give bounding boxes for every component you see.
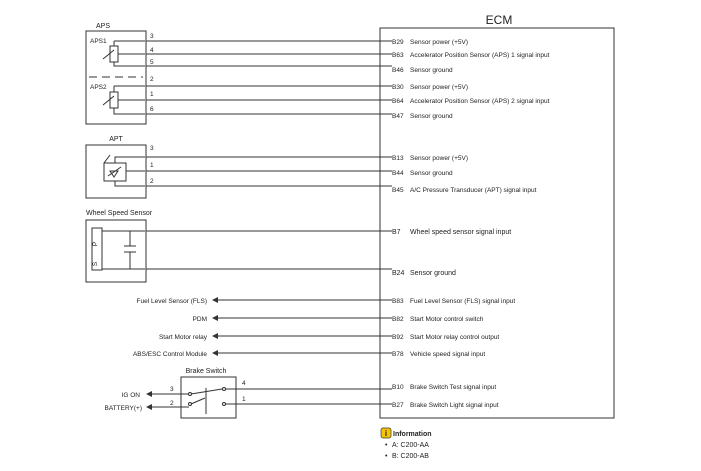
- aps-title: APS: [96, 23, 110, 30]
- aps-signal-2-label: Accelerator Position Sensor (APS) 1 sign…: [410, 52, 550, 59]
- apt-transducer-icon: [103, 154, 145, 187]
- info-bullet-2: •: [385, 453, 388, 460]
- aps-signal-1-pin: B29: [392, 39, 404, 46]
- aps2-potentiometer-icon: [102, 85, 145, 115]
- brake-signal-2-pin: B27: [392, 402, 404, 409]
- wss-box: [85, 219, 147, 283]
- aps-signal-1-label: Sensor power (+5V): [410, 39, 468, 46]
- aps-signal-5-label: Accelerator Position Sensor (APS) 2 sign…: [410, 98, 550, 105]
- apt-title: APT: [109, 136, 123, 143]
- aps-signal-4-label: Sensor power (+5V): [410, 84, 468, 91]
- brake-signal-1-label: Brake Switch Test signal input: [410, 384, 496, 391]
- output-4-device: ABS/ESC Control Module: [133, 351, 207, 358]
- aps-pin-2: 4: [150, 47, 154, 54]
- apt-signal-2-label: Sensor ground: [410, 170, 453, 177]
- apt-pin-3: 2: [150, 178, 154, 185]
- aps1-potentiometer-icon: [102, 40, 145, 67]
- aps-signal-3-pin: B46: [392, 67, 404, 74]
- apt-signal-2-pin: B44: [392, 170, 404, 177]
- wss-term-s: S: [92, 261, 99, 266]
- info-item-1: A: C200-AA: [392, 442, 429, 449]
- aps-signal-6-label: Sensor ground: [410, 113, 453, 120]
- wss-title: Wheel Speed Sensor: [86, 210, 153, 217]
- svg-text:i: i: [385, 429, 387, 438]
- aps-pin-1: 3: [150, 33, 154, 40]
- aps-pin-5: 1: [150, 91, 154, 98]
- wss-sensor-icon: P S: [91, 227, 145, 271]
- aps-signal-3-label: Sensor ground: [410, 67, 453, 74]
- brake-left-pin-2: 2: [170, 400, 174, 407]
- aps-signal-5-pin: B64: [392, 98, 404, 105]
- wss-signal-2-label: Sensor ground: [410, 270, 456, 277]
- output-4-pin: B78: [392, 351, 404, 358]
- apt-signal-1-pin: B13: [392, 155, 404, 162]
- apt-pin-1: 3: [150, 145, 154, 152]
- output-1-label: Fuel Level Sensor (FLS) signal input: [410, 298, 515, 305]
- wss-signal-1-label: Wheel speed sensor signal input: [410, 229, 511, 236]
- aps-pin-4: 2: [150, 76, 154, 83]
- brake-supply-2: BATTERY(+): [104, 405, 142, 412]
- output-2-device: PDM: [193, 316, 207, 323]
- aps-pin-3: 5: [150, 59, 154, 66]
- wss-wires: [146, 230, 392, 270]
- ecm-box: [379, 27, 615, 419]
- info-icon: i: [380, 427, 392, 439]
- brake-left-pin-1: 3: [170, 386, 174, 393]
- wss-signal-2-pin: B24: [392, 270, 405, 277]
- info-item-2: B: C200-AB: [392, 453, 429, 460]
- info-bullet-1: •: [385, 442, 388, 449]
- brake-box: [180, 376, 237, 419]
- apt-signal-3-pin: B45: [392, 187, 404, 194]
- output-wires: [212, 297, 392, 356]
- brake-supply-1: IG ON: [122, 392, 141, 399]
- aps-signal-4-pin: B30: [392, 84, 404, 91]
- aps2-label: APS2: [90, 84, 107, 91]
- aps-signal-6-pin: B47: [392, 113, 404, 120]
- aps1-label: APS1: [90, 38, 107, 45]
- output-2-pin: B82: [392, 316, 404, 323]
- output-3-pin: B92: [392, 334, 404, 341]
- brake-title: Brake Switch: [186, 368, 227, 375]
- brake-signal-2-label: Brake Switch Light signal input: [410, 402, 499, 409]
- apt-wires: [146, 156, 392, 187]
- wss-term-p: P: [92, 242, 99, 246]
- brake-right-pin-2: 1: [242, 396, 246, 403]
- ecm-title: ECM: [486, 13, 513, 27]
- output-3-label: Start Motor relay control output: [410, 334, 499, 341]
- brake-signal-1-pin: B10: [392, 384, 404, 391]
- apt-signal-3-label: A/C Pressure Transducer (APT) signal inp…: [410, 187, 537, 194]
- aps-signal-2-pin: B63: [392, 52, 404, 59]
- apt-signal-1-label: Sensor power (+5V): [410, 155, 468, 162]
- apt-pin-2: 1: [150, 162, 154, 169]
- aps-pin-6: 6: [150, 106, 154, 113]
- info-title: Information: [393, 431, 432, 438]
- aps-wires: [146, 40, 392, 115]
- output-2-label: Start Motor control switch: [410, 316, 484, 323]
- brake-right-pin-1: 4: [242, 380, 246, 387]
- wss-signal-1-pin: B7: [392, 229, 401, 236]
- output-1-device: Fuel Level Sensor (FLS): [137, 298, 207, 305]
- output-1-pin: B83: [392, 298, 404, 305]
- brake-wires: [146, 388, 392, 410]
- output-3-device: Start Motor relay: [159, 334, 208, 341]
- output-4-label: Vehicle speed signal input: [410, 351, 485, 358]
